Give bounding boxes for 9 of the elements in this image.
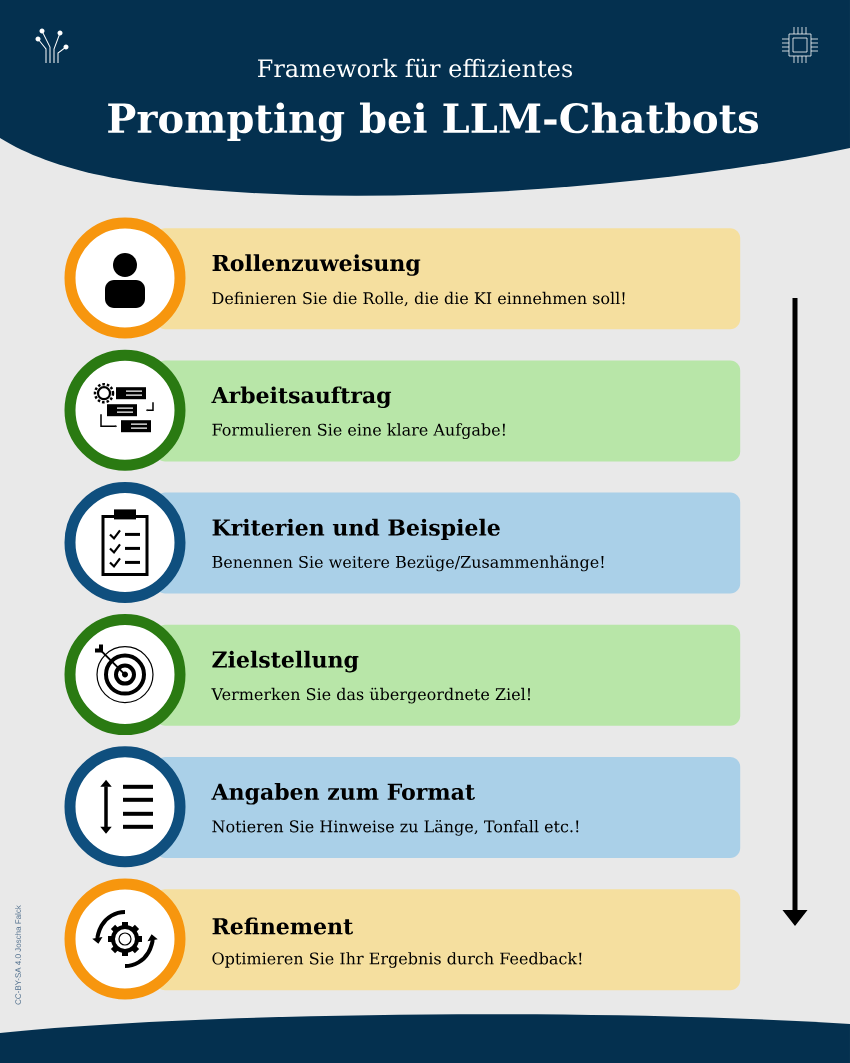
subtitle: Framework für effizientes <box>258 58 573 78</box>
step-card: Refinement Optimieren Sie Ihr Ergebnis durch Feedback! <box>155 889 741 991</box>
license-text: CC-BY-SA 4.0 Joscha Falck <box>15 905 21 1005</box>
step-card: Kriterien und Beispiele Benennen Sie weitere Bezüge/Zusammenhänge! <box>155 492 741 594</box>
step-card: Rollenzuweisung Definieren Sie die Rolle, die die KI einnehmen soll! <box>155 228 741 330</box>
step-card: Angaben zum Format Notieren Sie Hinweise zu Länge, Tonfall etc.! <box>155 757 741 858</box>
title: Prompting bei LLM-Chatbots <box>108 102 758 142</box>
step-card: Arbeitsauftrag Formulieren Sie eine klare Aufgabe! <box>155 360 741 462</box>
step-card: Zielstellung Vermerken Sie das übergeordnete Ziel! <box>155 624 741 726</box>
